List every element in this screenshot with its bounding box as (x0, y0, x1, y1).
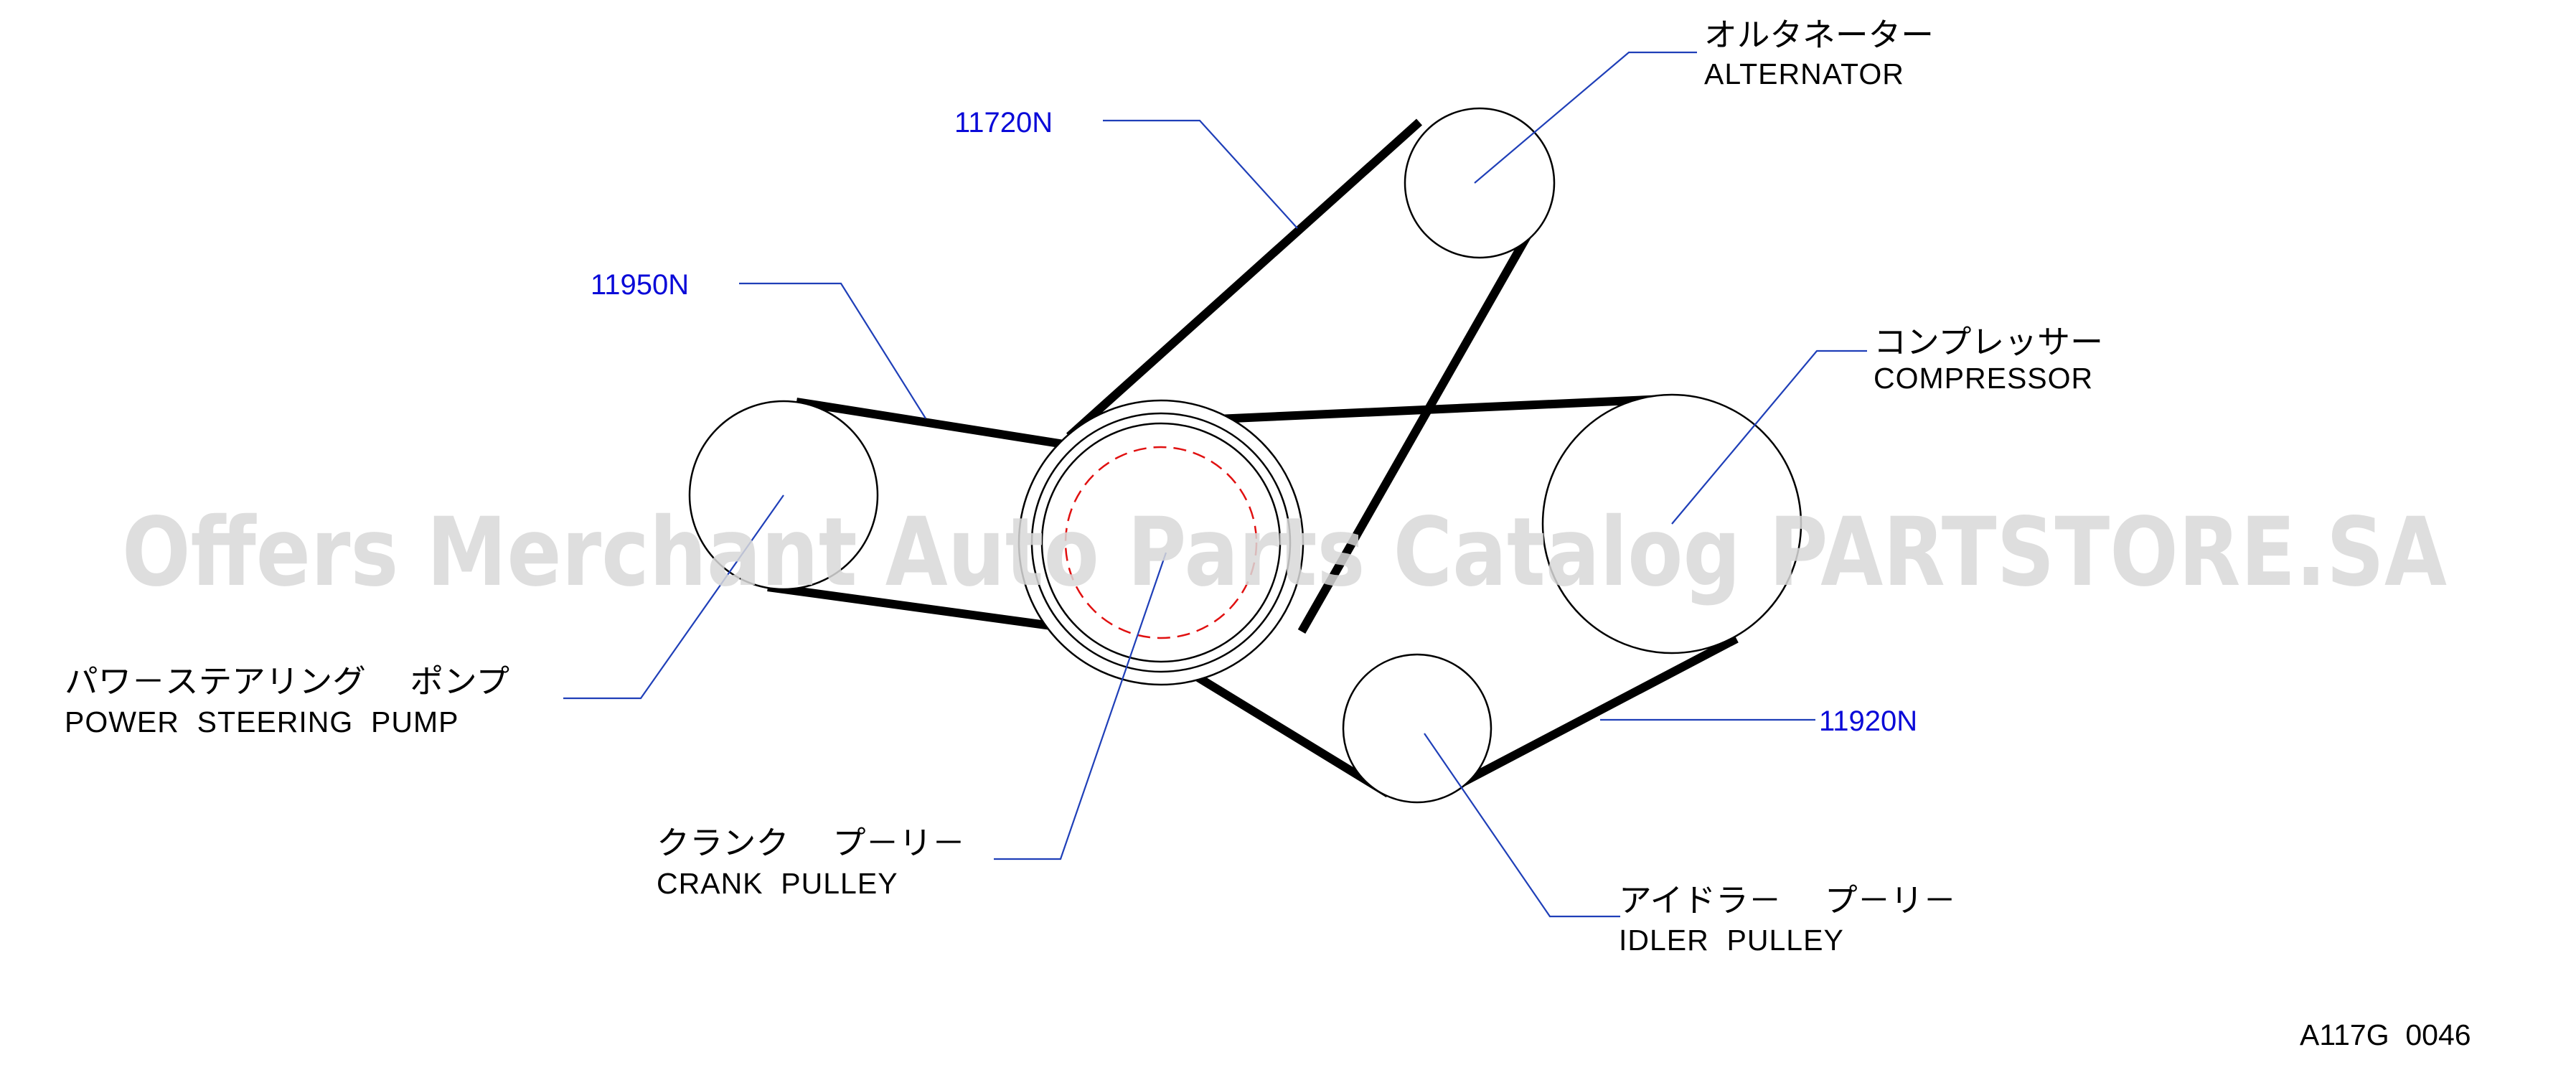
crank-pulley-leader (994, 552, 1167, 860)
alternator-label-jp: オルタネーター (1704, 16, 1934, 54)
power-steering-pump-leader (563, 494, 784, 700)
part-number-11950n: 11950N (591, 269, 689, 301)
alternator-belt-left-run (1066, 118, 1423, 440)
alternator-pulley (1404, 107, 1556, 259)
crank-pulley (1017, 399, 1305, 686)
power-steering-pump-label-jp: パワ－ステアリング ポンプ (65, 662, 509, 700)
part-number-11950n-leader (739, 282, 926, 419)
pulleys (688, 107, 1802, 804)
alternator-leader (1474, 51, 1697, 184)
watermark-text: Offers Merchant Auto Parts Catalog PARTS… (122, 497, 2447, 608)
compressor-belt-lower-run (1458, 634, 1739, 788)
power-steering-belt-top-run (796, 398, 1078, 451)
alternator-belt-right-run (1297, 220, 1539, 634)
compressor-label-en: COMPRESSOR (1874, 362, 2093, 395)
idler-pulley-label-jp: アイドラ－ プ－リ－ (1619, 881, 1956, 919)
part-number-11920n: 11920N (1819, 705, 1917, 737)
compressor-belt-top-run (1167, 395, 1665, 426)
compressor-label-jp: コンプレッサー (1874, 323, 2103, 361)
compressor-leader (1671, 349, 1867, 525)
idler-pulley-leader (1424, 733, 1620, 918)
crank-pulley-middle-ring (1030, 412, 1292, 673)
crank-pulley-dashed-hub (1064, 446, 1258, 639)
crank-pulley-label-jp: クランク プ－リ－ (657, 824, 965, 862)
idler-pulley-label-en: IDLER PULLEY (1619, 924, 1844, 957)
component-labels: オルタネーター ALTERNATOR コンプレッサー COMPRESSOR パワ… (65, 16, 2103, 957)
crank-pulley-outer-ring (1017, 399, 1305, 686)
idler-pulley (1342, 653, 1493, 804)
power-steering-pump-label-en: POWER STEERING PUMP (65, 705, 459, 738)
part-number-labels: 11720N 11950N 11920N (591, 107, 1917, 737)
part-number-11720n: 11720N (954, 107, 1053, 139)
figure-code: A117G 0046 (2300, 1018, 2471, 1051)
power-steering-belt-bottom-run (767, 583, 1063, 632)
crank-pulley-inner-ring (1040, 422, 1282, 663)
leader-lines (563, 51, 1867, 918)
crank-pulley-label-en: CRANK PULLEY (657, 867, 898, 900)
alternator-label-en: ALTERNATOR (1704, 57, 1904, 90)
part-number-11720n-leader (1103, 119, 1298, 229)
